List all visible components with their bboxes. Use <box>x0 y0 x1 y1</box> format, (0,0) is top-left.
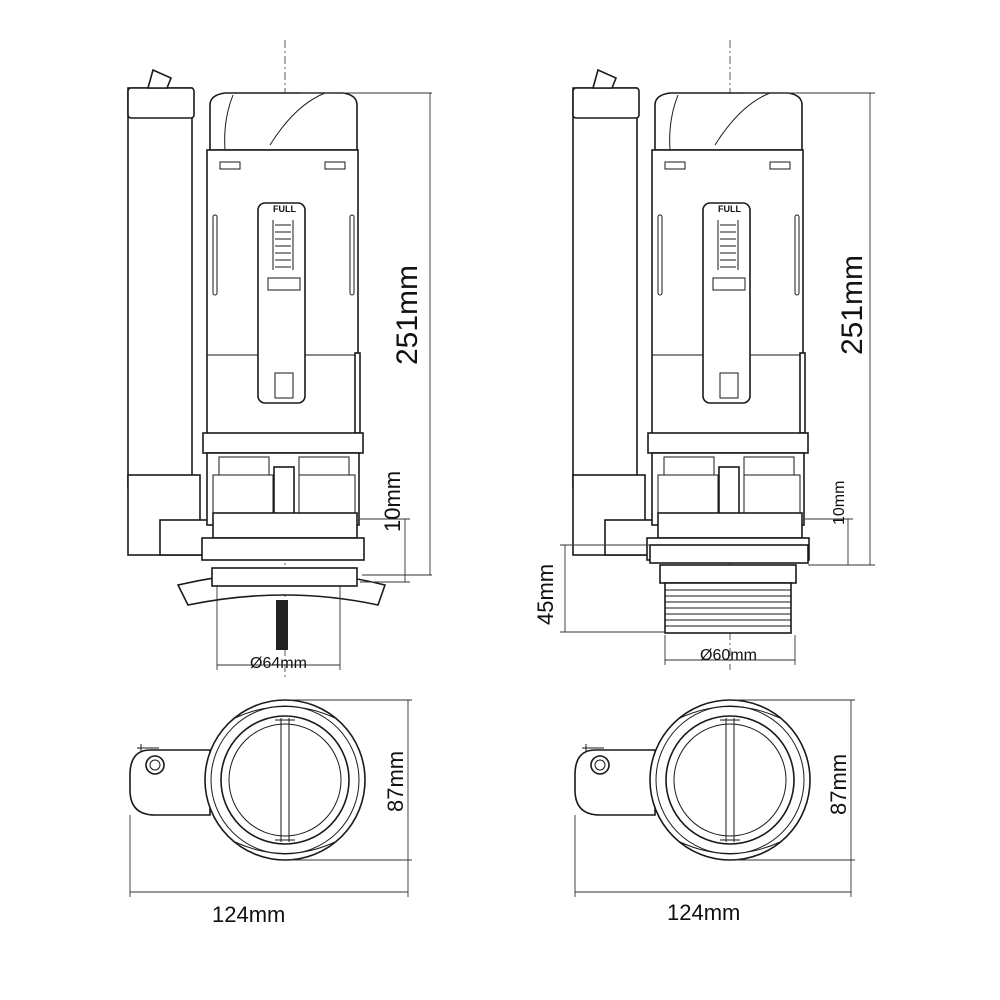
screw <box>276 600 288 650</box>
thread-height-dimension: 45mm <box>533 564 558 625</box>
diameter-dimension: Ø64mm <box>250 655 307 672</box>
diameter-dimension: Ø60mm <box>700 647 757 664</box>
right-valve-side-view: FULL 251mm 10mm 45mm Ø60mm <box>533 40 875 670</box>
full-label: FULL <box>273 204 296 214</box>
width-dimension: 124mm <box>212 902 285 927</box>
width-dimension: 124mm <box>667 900 740 925</box>
left-valve-side-view: FULL 251mm 10mm Ø64mm <box>127 40 432 680</box>
gap-dimension: 10mm <box>380 471 405 532</box>
right-valve-top-view: 87mm 124mm <box>574 699 855 925</box>
full-label: FULL <box>718 204 741 214</box>
height-dimension: 251mm <box>836 255 869 355</box>
height-dimension: 251mm <box>391 265 424 365</box>
gap-dimension: 10mm <box>831 481 848 525</box>
left-valve-top-view: 87mm 124mm <box>129 699 412 927</box>
depth-dimension: 87mm <box>383 751 408 812</box>
depth-dimension: 87mm <box>826 754 851 815</box>
